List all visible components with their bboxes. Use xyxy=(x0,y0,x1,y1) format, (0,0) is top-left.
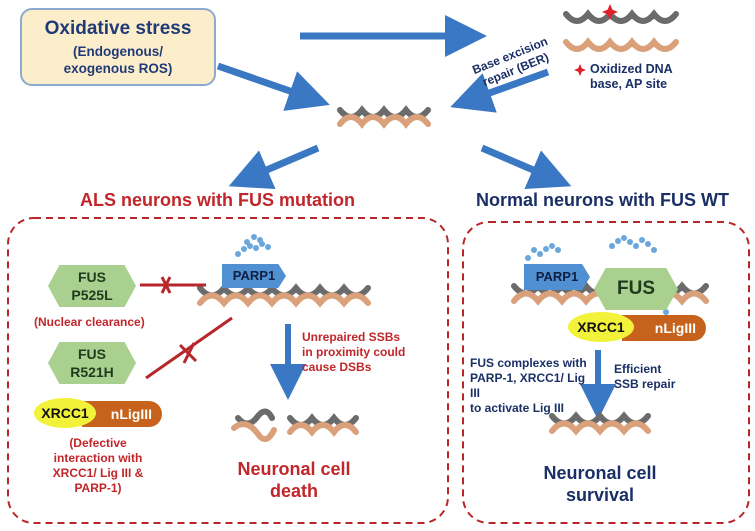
als-heading: ALS neurons with FUS mutation xyxy=(80,190,355,210)
nuclear-clearance-note: (Nuclear clearance) xyxy=(34,315,145,329)
dna-helix-icon-top-right xyxy=(563,9,679,52)
poly-adp-ribose-chain-icon-normal-2 xyxy=(609,235,657,253)
poly-adp-ribose-chain-icon-normal-1 xyxy=(525,243,561,261)
dna-helix-icon-center xyxy=(337,105,431,129)
survival-line2: survival xyxy=(565,485,635,505)
block-cross-icon-p525l xyxy=(160,276,172,294)
fus-r521h-line2: R521H xyxy=(70,364,114,380)
defective-line4: PARP-1) xyxy=(74,481,122,495)
normal-heading: Normal neurons with FUS WT xyxy=(476,190,730,210)
complex-line3: to activate Lig III xyxy=(470,401,565,415)
oxidative-stress-title: Oxidative stress xyxy=(44,18,192,39)
arrow-dna-to-normal xyxy=(480,144,572,190)
unrepaired-line2: in proximity could xyxy=(302,345,406,359)
neuronal-survival-outcome: Neuronal cell survival xyxy=(532,462,668,506)
block-cross-icon-r521h xyxy=(178,342,198,364)
arrow-dna-to-als xyxy=(228,144,320,190)
oxidized-star-icon-dna xyxy=(602,4,618,20)
neuronal-death-outcome: Neuronal cell death xyxy=(232,458,356,502)
parp1-block-normal: PARP1 xyxy=(524,264,590,290)
xrcc1-oval-als: XRCC1 xyxy=(34,398,96,428)
defective-line1: (Defective xyxy=(69,436,127,450)
survival-line1: Neuronal cell xyxy=(543,463,657,483)
oxidized-dna-legend: Oxidized DNA base, AP site xyxy=(590,62,700,92)
normal-panel-border xyxy=(462,221,750,524)
inhibition-line-r521h xyxy=(145,316,233,380)
xrcc1-nligiii-complex-normal: nLigIII XRCC1 xyxy=(568,312,706,342)
oxidative-stress-box: Oxidative stress (Endogenous/ exogenous … xyxy=(20,8,216,86)
fus-wt-hexagon: FUS xyxy=(594,268,678,310)
fus-p525l-line1: FUS xyxy=(78,269,106,285)
efficient-line2: SSB repair xyxy=(614,377,676,391)
defective-line2: interaction with xyxy=(53,451,143,465)
death-line1: Neuronal cell xyxy=(237,459,351,479)
unrepaired-ssb-note: Unrepaired SSBs in proximity could cause… xyxy=(302,330,434,375)
dna-helix-icon-repaired xyxy=(549,411,651,436)
complex-line1: FUS complexes with xyxy=(470,356,587,370)
oxidative-stress-subtitle-1: (Endogenous/ xyxy=(73,44,163,59)
dna-helix-icon-broken xyxy=(231,408,359,443)
death-line2: death xyxy=(269,481,318,501)
defective-line3: XRCC1/ Lig III & xyxy=(52,466,144,480)
nligiii-bar-normal: nLigIII xyxy=(622,315,706,341)
defective-interaction-note: (Defective interaction with XRCC1/ Lig I… xyxy=(36,436,160,496)
fus-r521h-line1: FUS xyxy=(78,346,106,362)
unrepaired-line3: cause DSBs xyxy=(302,360,372,374)
fus-r521h-hexagon: FUS R521H xyxy=(48,342,136,384)
parp1-block-als: PARP1 xyxy=(222,264,286,288)
poly-adp-ribose-chain-icon-als xyxy=(235,234,271,257)
xrcc1-oval-normal: XRCC1 xyxy=(568,312,634,342)
fus-p525l-hexagon: FUS P525L xyxy=(48,265,136,307)
fus-p525l-line2: P525L xyxy=(71,287,113,303)
arrow-ber-to-dna xyxy=(450,68,550,113)
arrow-stress-to-dna xyxy=(216,62,330,111)
oxidative-stress-subtitle-2: exogenous ROS) xyxy=(63,61,173,76)
als-panel-border xyxy=(7,217,449,524)
efficient-line1: Efficient xyxy=(614,362,662,376)
complex-line2: PARP-1, XRCC1/ Lig III xyxy=(470,371,586,400)
oxidized-legend-line2: base, AP site xyxy=(590,77,668,91)
oxidized-legend-line1: Oxidized DNA xyxy=(590,62,673,76)
oxidized-star-icon-legend xyxy=(574,64,586,76)
dna-helix-icon-als xyxy=(197,283,371,308)
unrepaired-line1: Unrepaired SSBs xyxy=(302,330,401,344)
xrcc1-nligiii-complex-als: nLigIII XRCC1 xyxy=(34,398,162,428)
fus-complex-note: FUS complexes with PARP-1, XRCC1/ Lig II… xyxy=(470,356,594,416)
efficient-repair-note: Efficient SSB repair xyxy=(614,362,704,392)
